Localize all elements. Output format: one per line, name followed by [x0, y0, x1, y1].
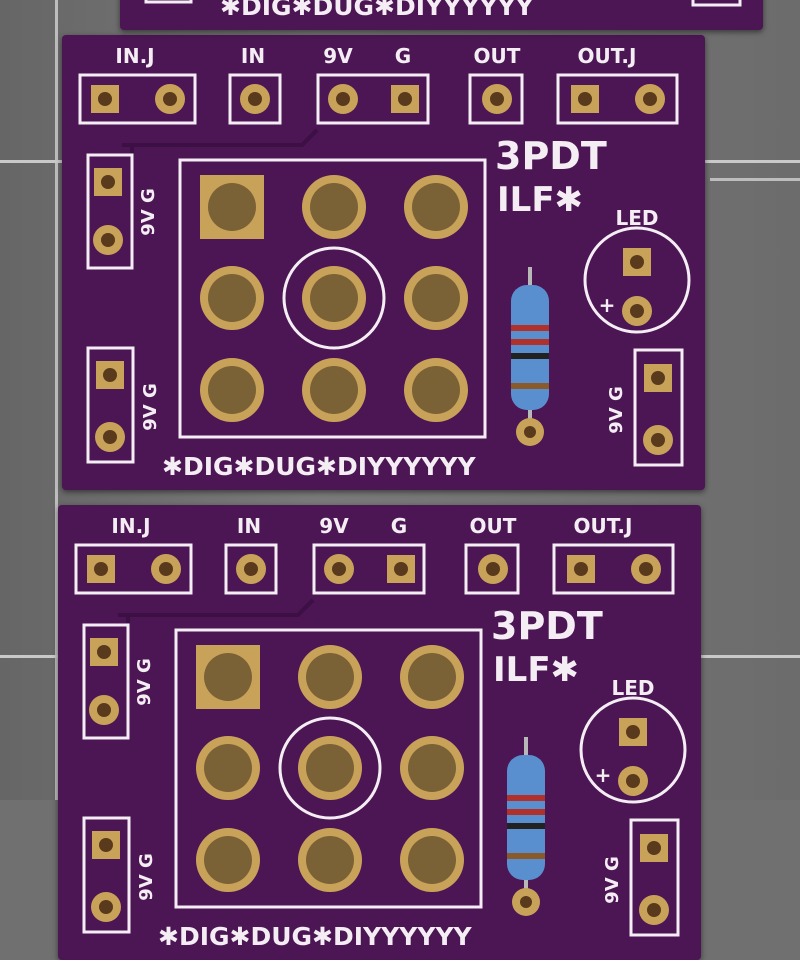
label-9v-g-left-bottom: 9V G — [136, 853, 157, 901]
pcb-artwork: IN.J IN 9V G OUT OUT.J 9V G 9V G 9V G 3P… — [144, 0, 742, 21]
title-ilf: ILF✱ — [493, 650, 579, 690]
label-9v-g-left-top: 9V G — [138, 188, 159, 236]
header-pads — [91, 84, 673, 455]
title-3pdt: 3PDT — [491, 604, 603, 648]
title-3pdt: 3PDT — [495, 134, 607, 178]
pcb-artwork: IN.J IN 9V G OUT OUT.J 9V G 9V G 9V G 3P… — [74, 514, 687, 951]
3pdt-switch-pads — [196, 645, 464, 892]
label-out-j: OUT.J — [578, 44, 637, 68]
footer-text: ✱DIG✱DUG✱DIYYYYYY — [162, 452, 477, 481]
label-9v: 9V — [323, 44, 353, 68]
label-in-j: IN.J — [115, 44, 154, 68]
label-out: OUT — [474, 44, 521, 68]
label-plus: + — [599, 293, 616, 317]
label-led: LED — [615, 206, 658, 230]
label-in: IN — [241, 44, 265, 68]
label-in-j: IN.J — [111, 514, 150, 538]
label-out-j: OUT.J — [574, 514, 633, 538]
resistor — [507, 737, 545, 916]
label-led: LED — [611, 676, 654, 700]
3pdt-switch-pads — [200, 175, 468, 422]
title-ilf: ILF✱ — [497, 180, 583, 220]
label-plus: + — [595, 763, 612, 787]
label-9v-g-left-top: 9V G — [134, 658, 155, 706]
pcb-artwork: IN.J IN 9V G OUT OUT.J 9V G 9V G 9V G 3P… — [78, 44, 691, 481]
label-g: G — [395, 44, 411, 68]
label-9v-g-left-bottom: 9V G — [140, 383, 161, 431]
footer-text: ✱DIG✱DUG✱DIYYYYYY — [220, 0, 535, 21]
pcb-board: IN.J IN 9V G OUT OUT.J 9V G 9V G 9V G 3P… — [62, 35, 705, 490]
resistor — [511, 267, 549, 446]
pcb-board: IN.J IN 9V G OUT OUT.J 9V G 9V G 9V G 3P… — [58, 505, 701, 960]
label-out: OUT — [470, 514, 517, 538]
label-9v-g-right: 9V G — [606, 386, 627, 434]
footer-text: ✱DIG✱DUG✱DIYYYYYY — [158, 922, 473, 951]
pcb-board: IN.J IN 9V G OUT OUT.J 9V G 9V G 9V G 3P… — [120, 0, 763, 30]
label-9v-g-right: 9V G — [602, 856, 623, 904]
label-g: G — [391, 514, 407, 538]
label-in: IN — [237, 514, 261, 538]
label-9v: 9V — [319, 514, 349, 538]
